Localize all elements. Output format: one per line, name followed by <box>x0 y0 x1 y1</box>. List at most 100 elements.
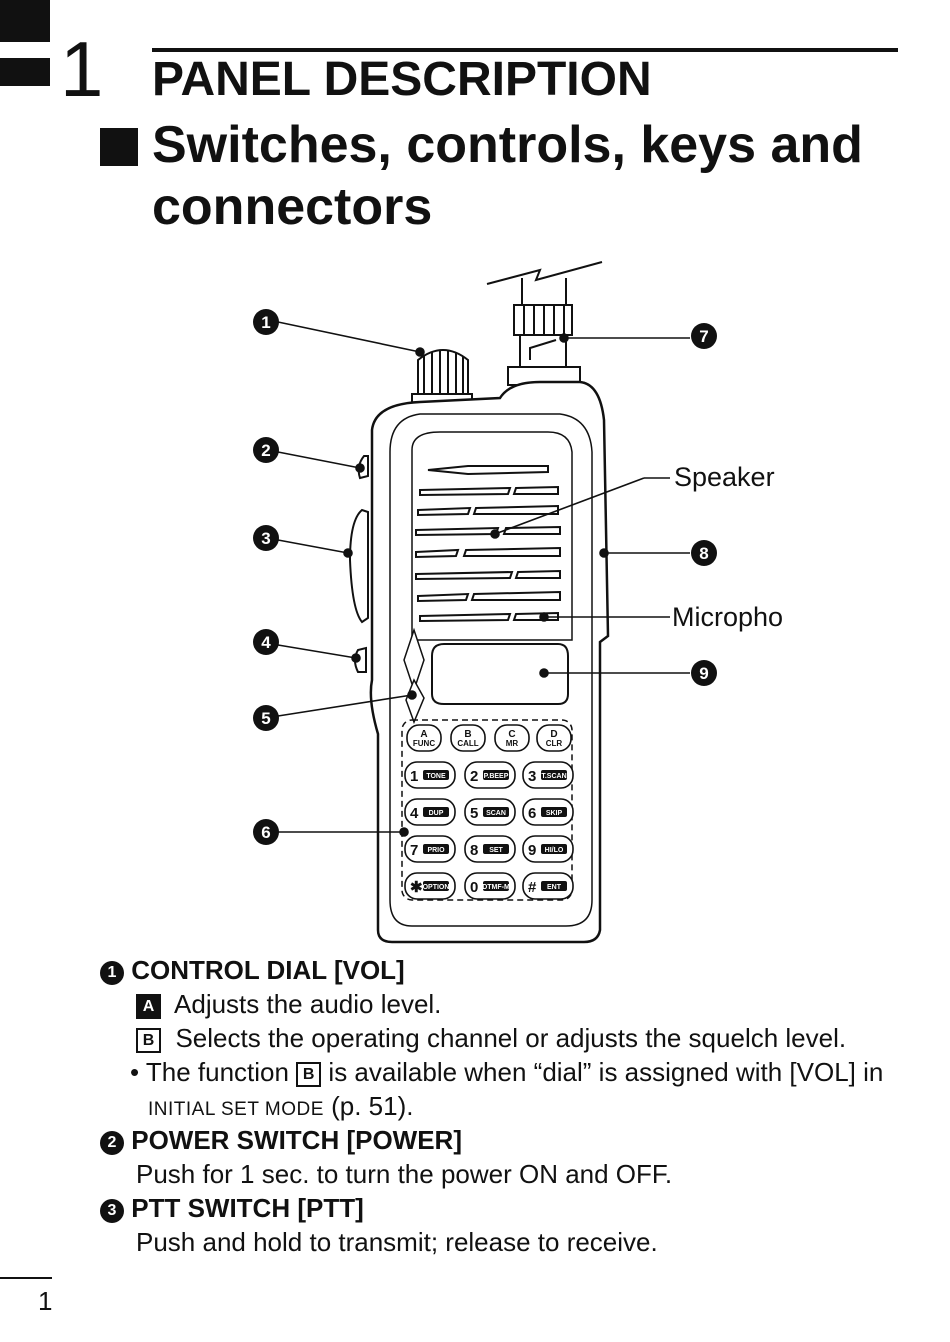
key-main-label: 9 <box>528 842 536 859</box>
key-main-label: A <box>420 729 427 740</box>
note-ref: (p. 51). <box>331 1091 414 1121</box>
item-1-note-cont: INITIAL SET MODE (p. 51). <box>148 1091 413 1122</box>
callout-number: 6 <box>261 823 270 842</box>
key-main-label: C <box>508 729 515 740</box>
lcd-display <box>403 627 569 725</box>
key-tone: 1 TONE <box>404 761 456 789</box>
callout-1: 1 <box>253 309 279 335</box>
key-dup: 4 DUP <box>404 798 456 826</box>
callout-5: 5 <box>253 705 279 731</box>
key-sub-label: DTMF-M <box>482 884 510 891</box>
key-sub-label: SCAN <box>486 810 506 817</box>
sub-marker: B <box>136 1028 161 1053</box>
key-scan: 5 SCAN <box>464 798 516 826</box>
item-title: CONTROL DIAL [VOL] <box>131 955 405 985</box>
item-1-sub-a: A Adjusts the audio level. <box>136 989 441 1020</box>
callout-number: 4 <box>261 633 271 652</box>
microphone-label: Micropho <box>672 602 783 632</box>
key-pbeep: 2 P.BEEP <box>464 761 516 789</box>
key-sub-label: SET <box>489 847 503 854</box>
section-title: Switches, controls, keys and connectors <box>152 116 863 236</box>
note-prefix: • The function <box>130 1057 289 1087</box>
item-number: 3 <box>100 1199 124 1223</box>
chapter-tab-top <box>0 0 50 42</box>
sub-marker: A <box>136 994 161 1019</box>
key-sub-label: CALL <box>457 739 478 748</box>
key-main-label: 1 <box>410 768 418 785</box>
footer-rule <box>0 1277 52 1279</box>
key-ent: # ENT <box>522 872 574 900</box>
key-main-label: ✱ <box>410 879 423 896</box>
callout-9: 9 <box>691 660 717 686</box>
key-main-label: 5 <box>470 805 478 822</box>
key-skip: 6 SKIP <box>522 798 574 826</box>
note-mode: INITIAL SET MODE <box>148 1099 324 1120</box>
key-hilo: 9 HI/LO <box>522 835 574 863</box>
leader-lines <box>277 321 690 837</box>
key-tscan: 3 T.SCAN <box>522 761 574 789</box>
page-number: 1 <box>38 1286 53 1316</box>
callout-4: 4 <box>253 629 279 655</box>
item-number: 2 <box>100 1131 124 1155</box>
key-dtmfm: 0 DTMF-M <box>464 872 516 900</box>
item-2-text: Push for 1 sec. to turn the power ON and… <box>136 1159 673 1189</box>
key-sub-label: SKIP <box>546 810 563 817</box>
key-sub-label: OPTION <box>423 884 450 891</box>
key-main-label: B <box>464 729 471 740</box>
key-sub-label: MR <box>506 739 519 748</box>
speaker-label: Speaker <box>674 462 775 492</box>
key-main-label: 8 <box>470 842 478 859</box>
key-main-label: 0 <box>470 879 478 896</box>
item-number: 1 <box>100 961 124 985</box>
key-sub-label: P.BEEP <box>484 773 509 780</box>
key-set: 8 SET <box>464 835 516 863</box>
item-1-sub-b: B Selects the operating channel or adjus… <box>136 1023 846 1054</box>
section-bullet <box>100 128 138 166</box>
key-main-label: 4 <box>410 805 419 822</box>
item-3-title-row: 3 PTT SWITCH [PTT] <box>100 1193 364 1224</box>
item-1-title-row: 1 CONTROL DIAL [VOL] <box>100 955 405 986</box>
callout-number: 3 <box>261 529 270 548</box>
key-sub-label: ENT <box>547 884 562 891</box>
key-sub-label: HI/LO <box>545 847 564 854</box>
item-2-title-row: 2 POWER SWITCH [POWER] <box>100 1125 462 1156</box>
item-title: POWER SWITCH [POWER] <box>131 1125 462 1155</box>
key-option: ✱OPTION <box>404 872 456 900</box>
key-main-label: # <box>528 879 537 896</box>
side-buttons <box>348 455 369 673</box>
chapter-title: PANEL DESCRIPTION <box>152 53 652 106</box>
key-sub-label: TONE <box>426 773 446 780</box>
sub-text: Selects the operating channel or adjusts… <box>175 1023 847 1053</box>
callout-number: 5 <box>261 709 270 728</box>
key-sub-label: T.SCAN <box>541 773 566 780</box>
note-suffix: is available when “dial” is assigned wit… <box>328 1057 884 1087</box>
key-main-label: 6 <box>528 805 536 822</box>
title-rule <box>152 48 898 52</box>
callout-3: 3 <box>253 525 279 551</box>
key-sub-label: DUP <box>429 810 444 817</box>
chapter-number: 1 <box>60 25 104 113</box>
item-3-text: Push and hold to transmit; release to re… <box>136 1227 658 1257</box>
key-main-label: 3 <box>528 768 536 785</box>
key-main-label: 2 <box>470 768 478 785</box>
callout-8: 8 <box>691 540 717 566</box>
chapter-tab-bottom <box>0 58 50 86</box>
key-sub-label: CLR <box>546 739 563 748</box>
callout-number: 8 <box>699 544 708 563</box>
item-1-note: • The function B is available when “dial… <box>130 1057 883 1088</box>
sub-text: Adjusts the audio level. <box>174 989 442 1019</box>
callout-number: 1 <box>261 313 270 332</box>
key-main-label: 7 <box>410 842 418 859</box>
callout-number: 7 <box>699 327 708 346</box>
antenna <box>486 261 603 386</box>
speaker-grill <box>415 465 561 623</box>
callout-2: 2 <box>253 437 279 463</box>
item-title: PTT SWITCH [PTT] <box>131 1193 364 1223</box>
callout-number: 9 <box>699 664 708 683</box>
key-main-label: D <box>550 729 557 740</box>
